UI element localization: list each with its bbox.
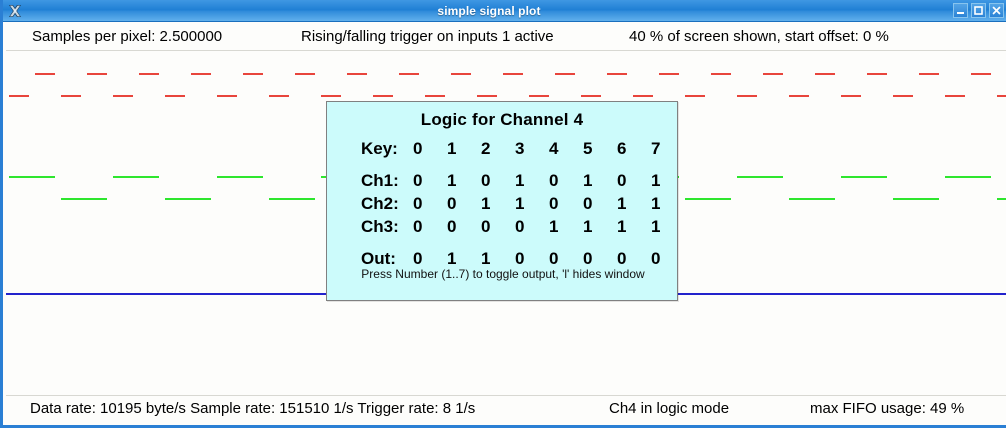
logic-dialog-title: Logic for Channel 4: [420, 110, 584, 129]
logic-cell: 0: [617, 171, 627, 190]
minimize-button[interactable]: [953, 3, 968, 18]
fifo-usage-text: max FIFO usage: 49 %: [810, 400, 965, 417]
logic-row-out: Out: 0 1 1 0 0 0 0 0: [361, 249, 677, 272]
logic-cell[interactable]: 0: [651, 249, 661, 268]
logic-cell: 0: [413, 171, 423, 190]
logic-cell: 6: [617, 139, 627, 158]
logic-row-label: Key:: [361, 139, 398, 158]
logic-cell: 0: [447, 194, 457, 213]
logic-cell: 1: [447, 139, 457, 158]
logic-cell: 0: [549, 171, 559, 190]
logic-cell: 0: [549, 194, 559, 213]
logic-cell: 1: [617, 217, 627, 236]
logic-row-key: Key: 0 1 2 3 4 5 6 7: [361, 139, 677, 162]
logic-dialog-hint: Press Number (1..7) to toggle output, 'l…: [361, 267, 645, 281]
logic-cell[interactable]: 0: [515, 249, 525, 268]
footer-divider: [6, 395, 1006, 396]
logic-cell[interactable]: 1: [481, 249, 491, 268]
logic-cell: 1: [651, 194, 661, 213]
logic-cell: 3: [515, 139, 525, 158]
logic-row-ch1: Ch1: 0 1 0 1 0 1 0 1: [361, 171, 677, 194]
footer-status-row: Data rate: 10195 byte/s Sample rate: 151…: [6, 397, 1006, 421]
screen-extent-text: 40 % of screen shown, start offset: 0 %: [629, 28, 889, 45]
logic-row-label: Ch3:: [361, 217, 399, 236]
maximize-button[interactable]: [971, 3, 986, 18]
logic-cell: 0: [515, 217, 525, 236]
logic-cell: 1: [515, 194, 525, 213]
logic-cell: 1: [447, 171, 457, 190]
logic-cell: 1: [583, 171, 593, 190]
client-area: Samples per pixel: 2.500000 Rising/falli…: [6, 22, 1006, 425]
logic-cell: 0: [481, 171, 491, 190]
title-bar[interactable]: simple signal plot: [3, 0, 1006, 22]
window-title: simple signal plot: [437, 3, 541, 18]
logic-row-ch2: Ch2: 0 0 1 1 0 0 1 1: [361, 194, 677, 217]
window-buttons: [953, 3, 1004, 18]
logic-row-label: Ch1:: [361, 171, 399, 190]
close-button[interactable]: [989, 3, 1004, 18]
logic-cell: 1: [651, 217, 661, 236]
logic-cell: 1: [549, 217, 559, 236]
logic-cell: 0: [447, 217, 457, 236]
logic-row-label: Ch2:: [361, 194, 399, 213]
logic-cell: 4: [549, 139, 559, 158]
samples-per-pixel-text: Samples per pixel: 2.500000: [32, 28, 223, 45]
logic-row-label: Out:: [361, 249, 396, 268]
logic-cell: 1: [515, 171, 525, 190]
logic-cell: 0: [413, 139, 423, 158]
logic-cell: 0: [413, 217, 423, 236]
logic-cell: 0: [413, 194, 423, 213]
x11-logo-icon: [5, 1, 25, 21]
data-rate-text: Data rate: 10195 byte/s Sample rate: 151…: [30, 400, 476, 417]
channel-mode-text: Ch4 in logic mode: [609, 400, 730, 417]
logic-cell[interactable]: 0: [549, 249, 559, 268]
header-status-row: Samples per pixel: 2.500000 Rising/falli…: [6, 25, 1006, 49]
logic-cell: 1: [617, 194, 627, 213]
trigger-status-text: Rising/falling trigger on inputs 1 activ…: [301, 28, 554, 45]
logic-cell: 1: [651, 171, 661, 190]
logic-cell[interactable]: 0: [583, 249, 593, 268]
logic-cell: 2: [481, 139, 491, 158]
header-divider: [6, 50, 1006, 51]
logic-cell: 5: [583, 139, 593, 158]
logic-cell: 1: [481, 194, 491, 213]
logic-cell: 1: [583, 217, 593, 236]
logic-dialog[interactable]: Logic for Channel 4 Key: 0 1 2 3 4 5 6 7…: [326, 101, 678, 301]
logic-cell[interactable]: 1: [447, 249, 457, 268]
logic-cell[interactable]: 0: [617, 249, 627, 268]
logic-truth-table: Key: 0 1 2 3 4 5 6 7 Ch1: 0 1 0 1 0: [327, 139, 677, 272]
logic-cell: 0: [583, 194, 593, 213]
logic-cell: 7: [651, 139, 661, 158]
logic-cell[interactable]: 0: [413, 249, 423, 268]
logic-row-ch3: Ch3: 0 0 0 0 1 1 1 1: [361, 217, 677, 240]
logic-cell: 0: [481, 217, 491, 236]
